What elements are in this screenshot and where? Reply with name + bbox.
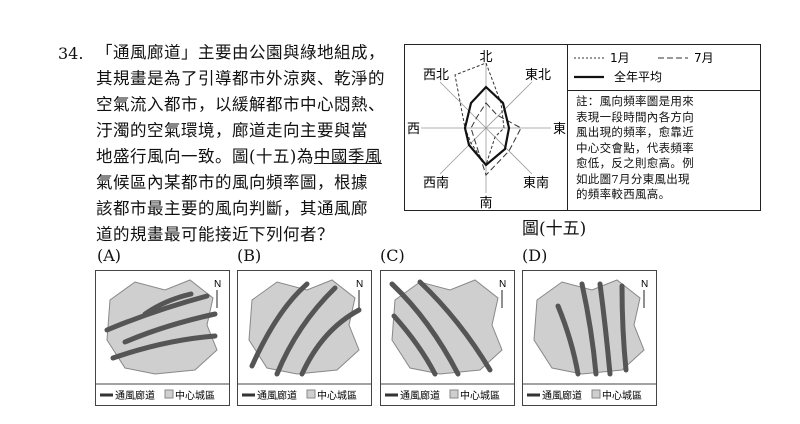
jul-wind-series	[470, 102, 522, 176]
dir-north: 北	[479, 50, 492, 65]
dir-east: 東	[553, 121, 566, 137]
legend-corridor: 通風廊道	[115, 389, 155, 402]
jan-wind-series	[454, 62, 505, 167]
legend-corridor: 通風廊道	[542, 389, 582, 402]
question-line: 其規畫是為了引導都市外涼爽、乾淨的	[96, 69, 385, 88]
wind-rose-figure: 北 東北 東 東南 南 西南 西 西北 1月 7月 全年平均 註：風向頻率圖是用…	[404, 44, 761, 211]
question-line-part: 地盛行風向一致。圖(十五)為	[96, 147, 314, 166]
north-label: N	[499, 279, 506, 290]
north-label: N	[214, 279, 221, 290]
legend-city: 中心城區	[460, 389, 500, 402]
dir-northeast: 東北	[525, 67, 551, 83]
option-d-label: (D)	[522, 246, 548, 265]
legend-corridor: 通風廊道	[257, 389, 297, 402]
legend-city: 中心城區	[317, 389, 357, 402]
question-line: 道的規畫最可能接近下列何者？	[96, 225, 334, 244]
option-a-map[interactable]: N 通風廊道 中心城區	[95, 270, 230, 406]
question-number: 34.	[58, 44, 84, 63]
option-a-label: (A)	[97, 246, 122, 265]
question-text: 「通風廊道」主要由公園與綠地組成， 其規畫是為了引導都市外涼爽、乾淨的 空氣流入…	[96, 40, 400, 248]
dir-west: 西	[407, 122, 420, 137]
question-line: 空氣流入都市，以緩解都市中心悶熱、	[96, 95, 385, 114]
north-label: N	[356, 279, 363, 290]
underlined-term: 中國季風	[313, 147, 382, 166]
question-line: 汙濁的空氣環境，廊道走向主要與當	[96, 121, 368, 140]
question-line: 氣候區內某都市的風向頻率圖，根據	[96, 173, 368, 192]
dir-southeast: 東南	[523, 175, 549, 191]
question-line: 該都市最主要的風向判斷，其通風廊	[96, 199, 368, 218]
legend-jul: 7月	[694, 51, 714, 65]
note-line: 的頻率較西風高。	[576, 187, 671, 201]
option-c-label: (C)	[380, 246, 405, 265]
question-line: 「通風廊道」主要由公園與綠地組成，	[96, 43, 385, 62]
question-line: 地盛行風向一致。圖(十五)為中國季風	[96, 144, 400, 170]
wind-rose-chart: 北 東北 東 東南 南 西南 西 西北	[407, 50, 566, 210]
note-line: 表現一段時間內各方向	[576, 109, 694, 124]
legend-city: 中心城區	[602, 389, 642, 402]
figure-note: 註：風向頻率圖是用來 表現一段時間內各方向 風出現的頻率，愈靠近 中心交會點，代…	[567, 90, 760, 210]
legend-jan: 1月	[610, 51, 630, 65]
note-line: 風出現的頻率，愈靠近	[576, 125, 694, 139]
figure-caption: 圖(十五)	[522, 219, 587, 239]
note-line: 如此圖7月分東風出現	[576, 171, 690, 186]
option-b-map[interactable]: N 通風廊道 中心城區	[237, 270, 372, 406]
legend-corridor: 通風廊道	[400, 389, 440, 402]
option-b-label: (B)	[237, 246, 262, 265]
dir-northwest: 西北	[423, 68, 449, 83]
note-line: 愈低，反之則愈高。例	[576, 156, 694, 170]
option-c-map[interactable]: N 通風廊道 中心城區	[380, 270, 515, 406]
legend-city: 中心城區	[175, 389, 215, 402]
legend-annual: 全年平均	[614, 69, 662, 84]
wind-rose-legend: 1月 7月 全年平均	[567, 45, 761, 91]
dir-southwest: 西南	[423, 175, 449, 191]
option-d-map[interactable]: N 通風廊道 中心城區	[522, 270, 657, 406]
north-label: N	[641, 279, 648, 290]
note-line: 中心交會點，代表頻率	[576, 140, 694, 155]
note-line: 註：風向頻率圖是用來	[576, 94, 694, 108]
dir-south: 南	[479, 195, 492, 210]
annual-wind-series	[463, 85, 511, 167]
